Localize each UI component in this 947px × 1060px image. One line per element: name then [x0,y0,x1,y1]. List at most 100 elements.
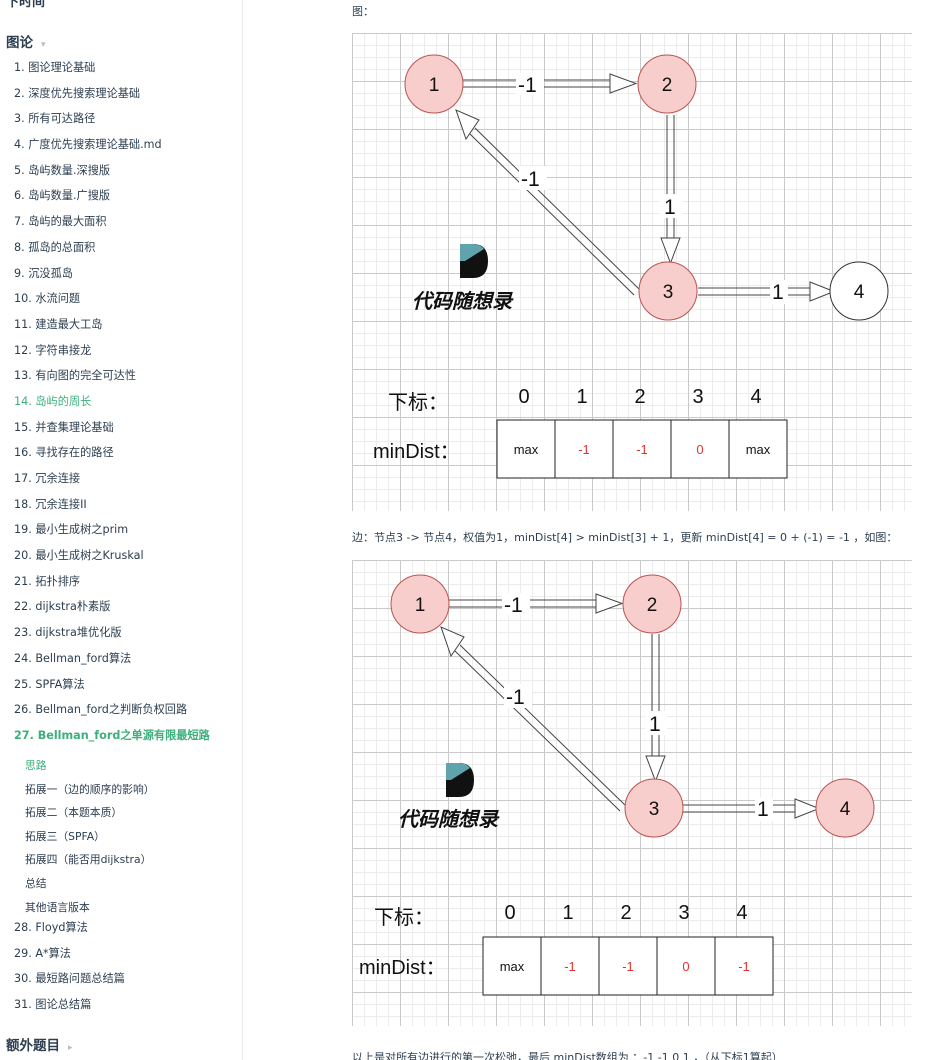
sidebar-subitem[interactable]: 拓展二（本题本质） [25,806,123,820]
table-cell [540,936,600,996]
sidebar-item[interactable]: 14. 岛屿的周长 [14,394,92,408]
sidebar-item[interactable]: 18. 冗余连接II [14,497,87,511]
edge-label: 1 [772,281,784,304]
index-value: 3 [678,902,689,924]
section-title-extra[interactable]: 额外题目 ▸ [6,1034,73,1054]
section-title-label: 额外题目 [6,1038,60,1054]
sidebar-item[interactable]: 11. 建造最大工岛 [14,317,103,331]
table-cell-value: max [514,442,539,457]
logo-text: 代码随想录 [398,807,500,831]
node-2: 2 [637,54,697,114]
figure-graph-2: -1 1 -1 1 [352,560,912,1026]
sidebar-item[interactable]: 27. Bellman_ford之单源有限最短路 [14,728,210,742]
table-cell-value: 0 [682,959,689,974]
sidebar-item[interactable]: 7. 岛屿的最大面积 [14,215,107,229]
edge-1-2: -1 [448,593,624,617]
edge-description-text: 边：节点3 -> 节点4，权值为1，minDist[4] > minDist[3… [352,531,898,544]
edge-2-3: 1 [660,115,682,265]
sidebar-item[interactable]: 25. SPFA算法 [14,677,85,691]
edge-label: -1 [521,168,540,191]
edge-label: 1 [649,713,661,736]
sidebar-item[interactable]: 16. 寻找存在的路径 [14,446,114,460]
sidebar-subnav-list: 思路拓展一（边的顺序的影响） 拓展二（本题本质） 拓展三（SPFA） 拓展四（能否用d… [25,759,155,924]
table-cell-value: -1 [564,959,576,974]
index-value: 4 [736,902,747,924]
node-label: 1 [429,75,440,96]
sidebar-item[interactable]: 1. 图论理论基础 [14,61,96,74]
sidebar-subitem[interactable]: 拓展三（SPFA） [25,829,105,843]
sidebar-item[interactable]: 12. 字符串接龙 [14,343,92,357]
sidebar: 下时间 图论▾ 1. 图论理论基础 2. 深度优先搜索理论基础 3. 所有可达路径 4… [0,0,243,1060]
mindist-label: minDist： [359,957,446,979]
sidebar-item[interactable]: 3. 所有可达路径 [14,112,96,126]
index-value: 4 [750,386,761,408]
node-3: 3 [624,778,684,838]
sidebar-subitem[interactable]: 拓展四（能否用dijkstra） [25,853,152,867]
table-cell [496,419,556,479]
caption-text: 图： [352,5,374,18]
sidebar-item[interactable]: 22. dijkstra朴素版 [14,600,111,614]
figure-graph-1: -1 1 -1 [352,33,912,511]
table-cell-value: max [500,959,525,974]
edge-label: -1 [518,74,537,97]
table-cell-value: 0 [696,442,703,457]
sidebar-item[interactable]: 6. 岛屿数量.广搜版 [14,189,111,203]
sidebar-item[interactable]: 24. Bellman_ford算法 [14,651,132,665]
sidebar-subitem[interactable]: 思路 [25,759,47,772]
sidebar-subitem[interactable]: 拓展一（边的顺序的影响） [25,782,155,796]
edge-label: 1 [664,196,676,219]
mindist-label: minDist： [373,441,460,463]
sidebar-subitem[interactable]: 总结 [25,876,47,890]
sidebar-item[interactable]: 30. 最短路问题总结篇 [14,972,125,986]
table-cell [714,936,774,996]
sidebar-item[interactable]: 2. 深度优先搜索理论基础 [14,86,141,100]
chevron-right-icon: ▸ [68,1043,73,1053]
section-title-graph[interactable]: 图论▾ [6,31,46,51]
node-label: 4 [854,282,865,303]
table-cell [612,419,672,479]
sidebar-item[interactable]: 17. 冗余连接 [14,472,81,485]
sidebar-item[interactable]: 28. Floyd算法 [14,921,88,934]
sidebar-item[interactable]: 10. 水流问题 [14,292,81,306]
sidebar-item[interactable]: 13. 有向图的完全可达性 [14,369,137,383]
node-4: 4 [815,778,875,838]
sidebar-item[interactable]: 23. dijkstra堆优化版 [14,626,122,640]
node-label: 3 [663,282,674,303]
sidebar-item[interactable]: 9. 沉没孤岛 [14,266,73,280]
sidebar-subitem[interactable]: 其他语言版本 [25,900,90,914]
index-value: 0 [518,386,529,408]
sidebar-item[interactable]: 8. 孤岛的总面积 [14,240,96,254]
node-label: 2 [662,75,673,96]
node-1: 1 [390,574,450,634]
sidebar-item[interactable]: 31. 图论总结篇 [14,998,92,1012]
summary-text: 以上是对所有边进行的第一次松弛，最后 minDist数组为 ：-1 -1 0 1… [352,1051,783,1060]
table-cell [554,419,614,479]
edge-2-3: 1 [645,634,667,783]
sidebar-item[interactable]: 29. A*算法 [14,946,71,960]
table-cell-value: -1 [738,959,750,974]
index-label: 下标： [374,906,434,929]
sidebar-item[interactable]: 26. Bellman_ford之判断负权回路 [14,703,188,717]
edge-label: -1 [506,686,525,709]
index-value: 1 [562,902,573,924]
index-value: 0 [504,902,515,924]
sidebar-nav-list-2: 28. Floyd算法 29. A*算法 30. 最短路问题总结篇 31. 图论总结篇 [14,918,125,1021]
sidebar-item[interactable]: 15. 并查集理论基础 [14,420,114,434]
sidebar-item[interactable]: 21. 拓扑排序 [14,574,81,588]
sidebar-prev-section[interactable]: 下时间 [6,0,46,10]
sidebar-item[interactable]: 4. 广度优先搜索理论基础.md [14,138,162,152]
sidebar-item[interactable]: 20. 最小生成树之Kruskal [14,549,144,563]
node-label: 2 [647,595,658,616]
edge-label: 1 [757,798,769,821]
table-cell [670,419,730,479]
sidebar-item[interactable]: 19. 最小生成树之prim [14,523,129,537]
node-label: 1 [415,595,426,616]
node-label: 3 [649,799,660,820]
edge-1-2: -1 [462,73,638,97]
index-value: 2 [620,902,631,924]
node-4: 4 [829,261,889,321]
index-value: 3 [692,386,703,408]
sidebar-item[interactable]: 5. 岛屿数量.深搜版 [14,163,111,177]
index-value: 1 [576,386,587,408]
main-content: 图： -1 1 [242,0,947,1060]
